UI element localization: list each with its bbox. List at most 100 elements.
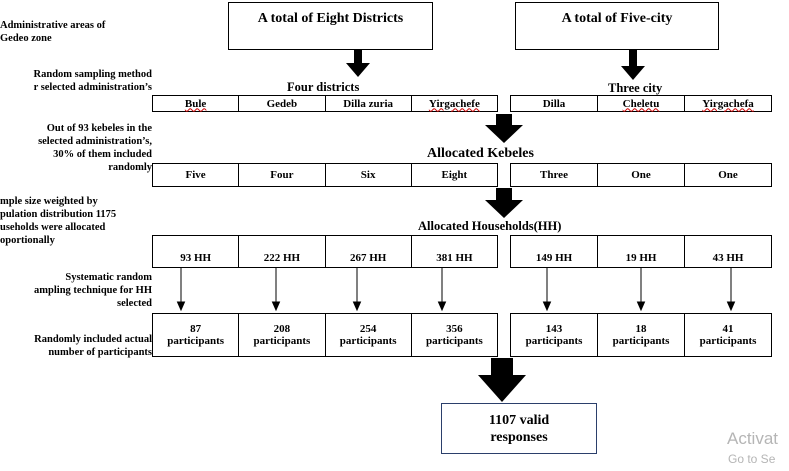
hh-value: 93 HH — [180, 252, 212, 264]
hh-value: 19 HH — [625, 252, 657, 264]
participants-word: participants — [425, 335, 483, 347]
final-line: responses — [490, 430, 548, 445]
label-line: oportionally — [0, 235, 55, 246]
district-name: Bule — [184, 97, 207, 110]
hh-row-right: 149 HH 19 HH 43 HH — [510, 235, 772, 268]
participants-count: 208 — [273, 323, 291, 335]
hh-cell: 19 HH — [598, 236, 685, 267]
thin-arrows — [176, 268, 736, 312]
district-cell: Gedeb — [239, 96, 326, 111]
hh-value: 149 HH — [535, 252, 573, 264]
down-arrow-icon — [346, 50, 370, 77]
hh-cell: 222 HH — [239, 236, 326, 267]
down-arrow-icon — [485, 188, 523, 218]
hh-cell: 93 HH — [153, 236, 240, 267]
cities-row: Dilla Cheletu Yirgachefa — [510, 95, 772, 112]
hh-value: 43 HH — [712, 252, 744, 264]
label-line: mple size weighted by — [0, 196, 98, 207]
final-line: 1107 valid — [488, 413, 550, 428]
down-arrow-icon — [478, 358, 526, 402]
kebele-cell: Six — [326, 164, 412, 186]
hh-row-left: 93 HH 222 HH 267 HH 381 HH — [152, 235, 498, 268]
label-line: Administrative areas of — [0, 20, 106, 31]
participants-word: participants — [525, 335, 583, 347]
label-sample-size: mple size weighted by pulation distribut… — [0, 195, 152, 247]
hh-cell: 43 HH — [685, 236, 771, 267]
hh-value: 381 HH — [436, 252, 473, 264]
district-name: Dilla zuria — [343, 97, 394, 110]
three-city-label: Three city — [608, 81, 663, 95]
label-line: selected — [117, 298, 152, 309]
down-arrow-icon — [485, 114, 523, 143]
label-line: Random sampling method — [33, 69, 152, 80]
five-city-title: A total of Five-city — [561, 11, 673, 26]
label-line: Systematic random — [65, 272, 152, 283]
label-admin-areas: Administrative areas of Gedeo zone — [0, 19, 118, 45]
kebele-cell: Four — [239, 164, 326, 186]
activation-watermark-sub: Go to Se — [728, 452, 775, 466]
participants-count: 87 — [190, 323, 202, 335]
hh-cell: 267 HH — [326, 236, 412, 267]
label-line: number of participants — [48, 347, 152, 358]
label-line: randomly — [108, 162, 152, 173]
participants-word: participants — [339, 335, 397, 347]
hh-cell: 381 HH — [412, 236, 497, 267]
hh-value: 222 HH — [263, 252, 301, 264]
label-systematic-sampling: Systematic random ampling technique for … — [0, 271, 152, 310]
four-districts-label: Four districts — [287, 80, 360, 94]
label-actual-participants: Randomly included actual number of parti… — [0, 333, 152, 359]
kebeles-row-right: Three One One — [510, 163, 772, 187]
district-name: Yirgachefe — [428, 97, 480, 110]
district-cell: Yirgachefe — [412, 96, 497, 111]
label-line: Randomly included actual — [34, 334, 152, 345]
watermark-line: Go to Se — [728, 452, 776, 466]
kebele-cell: One — [718, 169, 738, 181]
district-name: Gedeb — [266, 97, 298, 110]
label-random-sampling: Random sampling method r selected admini… — [0, 68, 152, 94]
participants-word: participants — [699, 335, 757, 347]
down-arrow-icon — [621, 50, 645, 80]
participants-count: 18 — [635, 323, 647, 335]
kebele-cell: Three — [511, 164, 598, 186]
district-cell: Dilla zuria — [326, 96, 412, 111]
final-responses-text: 1107 valid responses — [442, 412, 596, 446]
watermark-line: Activat — [727, 429, 779, 448]
label-line: 30% of them included — [53, 149, 152, 160]
allocated-households-label: Allocated Households(HH) — [418, 219, 562, 233]
label-line: Gedeo zone — [0, 33, 52, 44]
hh-cell: 149 HH — [511, 236, 598, 267]
participants-count: 254 — [359, 323, 377, 335]
allocated-kebeles-label: Allocated Kebeles — [427, 146, 534, 161]
city-cell: Cheletu — [598, 96, 685, 111]
district-cell: Bule — [153, 96, 240, 111]
participants-count: 143 — [545, 323, 563, 335]
districts-row: Bule Gedeb Dilla zuria Yirgachefe — [152, 95, 498, 112]
label-line: selected administration’s, — [38, 136, 152, 147]
participants-count: 356 — [446, 323, 463, 335]
kebele-cell: Five — [153, 164, 240, 186]
kebele-cell: One — [598, 164, 685, 186]
five-city-box: A total of Five-city — [515, 2, 719, 50]
final-responses-box: 1107 valid responses — [441, 403, 597, 454]
eight-districts-box: A total of Eight Districts — [228, 2, 433, 50]
city-name: Cheletu — [622, 97, 660, 110]
kebele-cell: Eight — [441, 169, 468, 181]
label-line: Out of 93 kebeles in the — [46, 123, 152, 134]
label-line: useholds were allocated — [0, 222, 106, 233]
city-name: Yirgachefa — [702, 97, 754, 110]
label-line: r selected administration’s — [33, 82, 152, 93]
participants-word: participants — [167, 335, 225, 347]
label-kebeles-selection: Out of 93 kebeles in the selected admini… — [0, 122, 152, 174]
activation-watermark: Activat — [727, 429, 778, 449]
participants-word: participants — [253, 335, 311, 347]
kebeles-row-left: Five Four Six Eight — [152, 163, 498, 187]
